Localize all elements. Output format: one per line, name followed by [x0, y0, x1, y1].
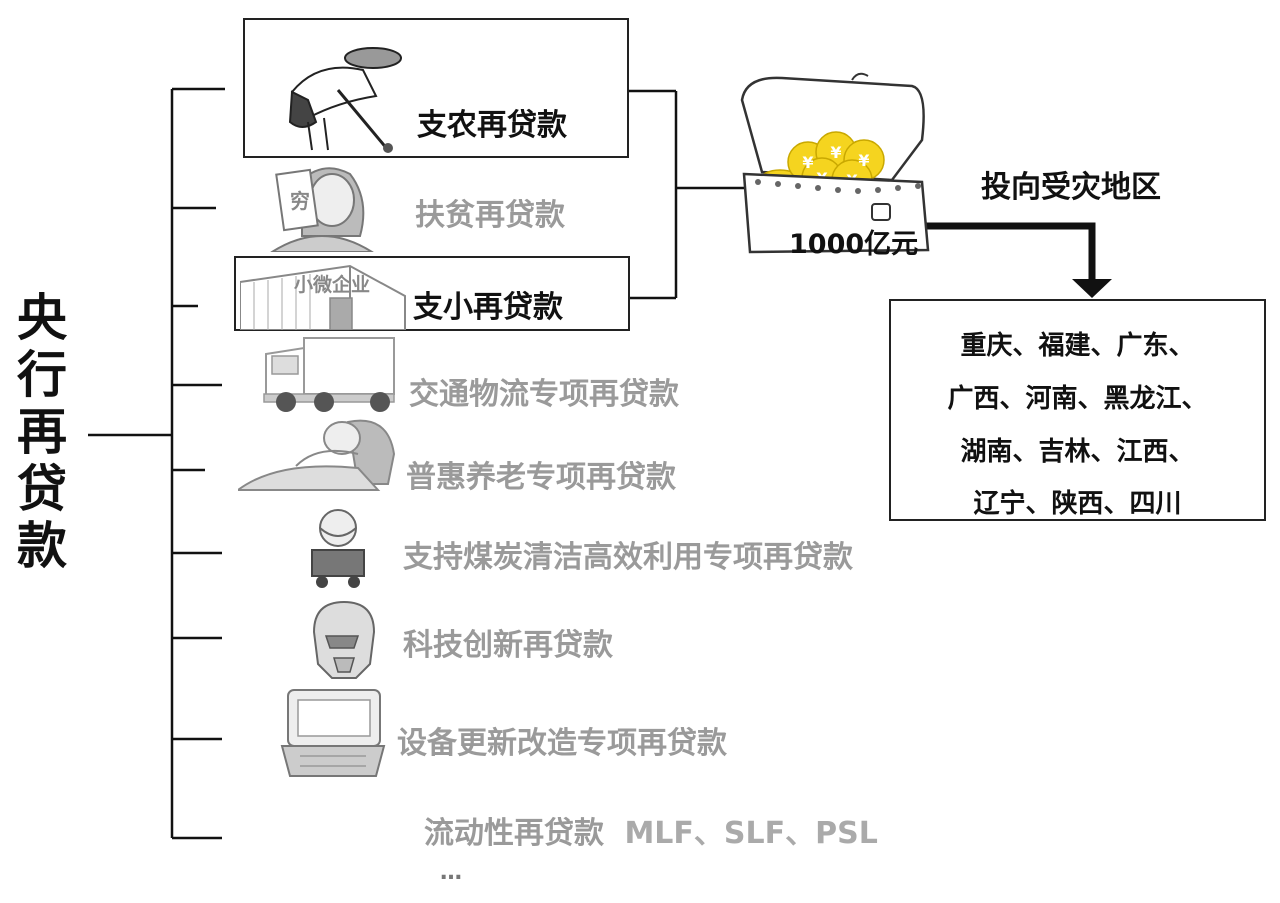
factory-icon: [240, 264, 406, 330]
item-label-equipment: 设备更新改造专项再贷款: [397, 726, 727, 761]
highlight-box-small-biz: [234, 256, 630, 331]
truck-icon: [263, 337, 395, 412]
robot-helmet-icon: [312, 600, 376, 679]
main-title-text: 央行再贷款: [17, 289, 67, 575]
factory-sign-text: 小微企业: [294, 274, 371, 296]
highlight-box-agri: [243, 18, 629, 158]
svg-text:¥: ¥: [830, 143, 841, 162]
arrow-head: [1072, 279, 1112, 298]
main-title: 央行再贷款: [10, 290, 74, 575]
item-label-tech: 科技创新再贷款: [403, 628, 613, 663]
region-line: 辽宁、陕西、四川: [973, 489, 1182, 519]
liquidity-tools: MLF、SLF、PSL: [624, 816, 878, 851]
coal-cart-icon: [311, 509, 365, 588]
farmer-icon: [288, 47, 402, 153]
treasure-chest-icon: ¥¥¥ ¥¥: [740, 72, 930, 254]
item-label-coal: 支持煤炭清洁高效利用专项再贷款: [403, 540, 853, 575]
liquidity-name: 流动性再贷款: [424, 816, 604, 851]
item-label-liquidity: 流动性再贷款 MLF、SLF、PSL: [424, 808, 878, 852]
item-label-poverty: 扶贫再贷款: [415, 198, 565, 233]
poverty-person-icon: [270, 167, 374, 252]
item-label-agri: 支农再贷款: [417, 108, 567, 143]
elderly-bed-icon: [238, 419, 396, 491]
item-label-elderly-care: 普惠养老专项再贷款: [406, 460, 676, 495]
svg-text:¥: ¥: [858, 151, 869, 170]
item-label-logistics: 交通物流专项再贷款: [409, 377, 679, 412]
more-ellipsis: …: [440, 860, 464, 885]
toolbox-icon: [280, 689, 386, 777]
svg-text:¥: ¥: [802, 153, 813, 172]
treasure-amount: 1000亿元: [789, 229, 919, 260]
region-line: 重庆、福建、广东、: [960, 331, 1195, 361]
poverty-sign-text: 穷: [290, 189, 310, 213]
arrow-label: 投向受灾地区: [981, 170, 1161, 205]
item-label-small-biz: 支小再贷款: [413, 290, 563, 325]
region-line: 广西、河南、黑龙江、: [947, 384, 1208, 414]
region-line: 湖南、吉林、江西、: [960, 437, 1195, 467]
regions-box: 重庆、福建、广东、 广西、河南、黑龙江、 湖南、吉林、江西、 辽宁、陕西、四川: [889, 299, 1266, 521]
